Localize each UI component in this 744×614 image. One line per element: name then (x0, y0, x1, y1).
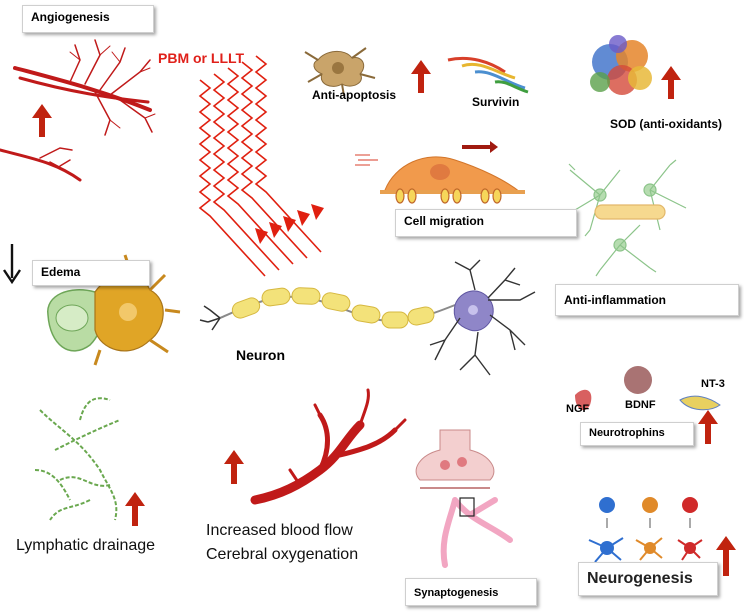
neuron-label: Neuron (236, 347, 285, 363)
neurotrophins-label: Neurotrophins (580, 422, 694, 446)
up-arrow-icon (716, 536, 736, 576)
laser-arrowheads-icon (255, 204, 324, 244)
oxygenation-label: Cerebral oxygenation (206, 546, 359, 563)
down-arrow-icon (3, 244, 21, 285)
up-arrow-icon (698, 410, 718, 444)
anti-apoptosis-label: Anti-apoptosis (312, 88, 396, 102)
cell-migration-label: Cell migration (395, 209, 577, 237)
ngf-label: NGF (566, 403, 590, 415)
up-arrow-icon (32, 104, 52, 137)
up-arrow-icon (411, 60, 431, 93)
angiogenesis-vessels-icon (0, 39, 156, 182)
sod-label: SOD (anti-oxidants) (610, 117, 723, 131)
survivin-label: Survivin (472, 95, 520, 109)
neurotrophin-molecules-icon (575, 366, 721, 411)
microglia-cells-icon (562, 159, 687, 277)
lymphatic-network-icon (34, 397, 121, 521)
up-arrow-icon (125, 492, 145, 526)
synaptogenesis-label: Synaptogenesis (405, 578, 537, 606)
sod-molecule-icon (590, 35, 652, 95)
neurogenesis-label: Neurogenesis (578, 562, 718, 596)
laser-beam-icon (198, 55, 322, 277)
neuron-icon (199, 259, 536, 376)
migrating-cell-icon (355, 141, 525, 204)
anti-inflammation-label: Anti-inflammation (555, 284, 739, 316)
survivin-protein-icon (447, 56, 529, 94)
synapse-icon (415, 429, 513, 568)
up-arrow-icon (224, 450, 244, 484)
blood-flow-label: Increased blood flow (206, 522, 353, 539)
nt3-label: NT-3 (701, 378, 725, 390)
blood-vessel-icon (250, 388, 407, 505)
neurogenesis-cells-icon (588, 497, 703, 563)
edema-label: Edema (32, 260, 150, 286)
bdnf-label: BDNF (625, 399, 656, 411)
anti-apoptosis-cell-icon (304, 47, 376, 97)
lymphatic-label: Lymphatic drainage (16, 537, 156, 554)
edema-astrocyte-icon (47, 254, 181, 366)
up-arrow-icons (32, 60, 736, 576)
pbm-label: PBM or LLLT (158, 50, 245, 66)
up-arrow-icon (661, 66, 681, 99)
angiogenesis-label: Angiogenesis (22, 5, 154, 33)
